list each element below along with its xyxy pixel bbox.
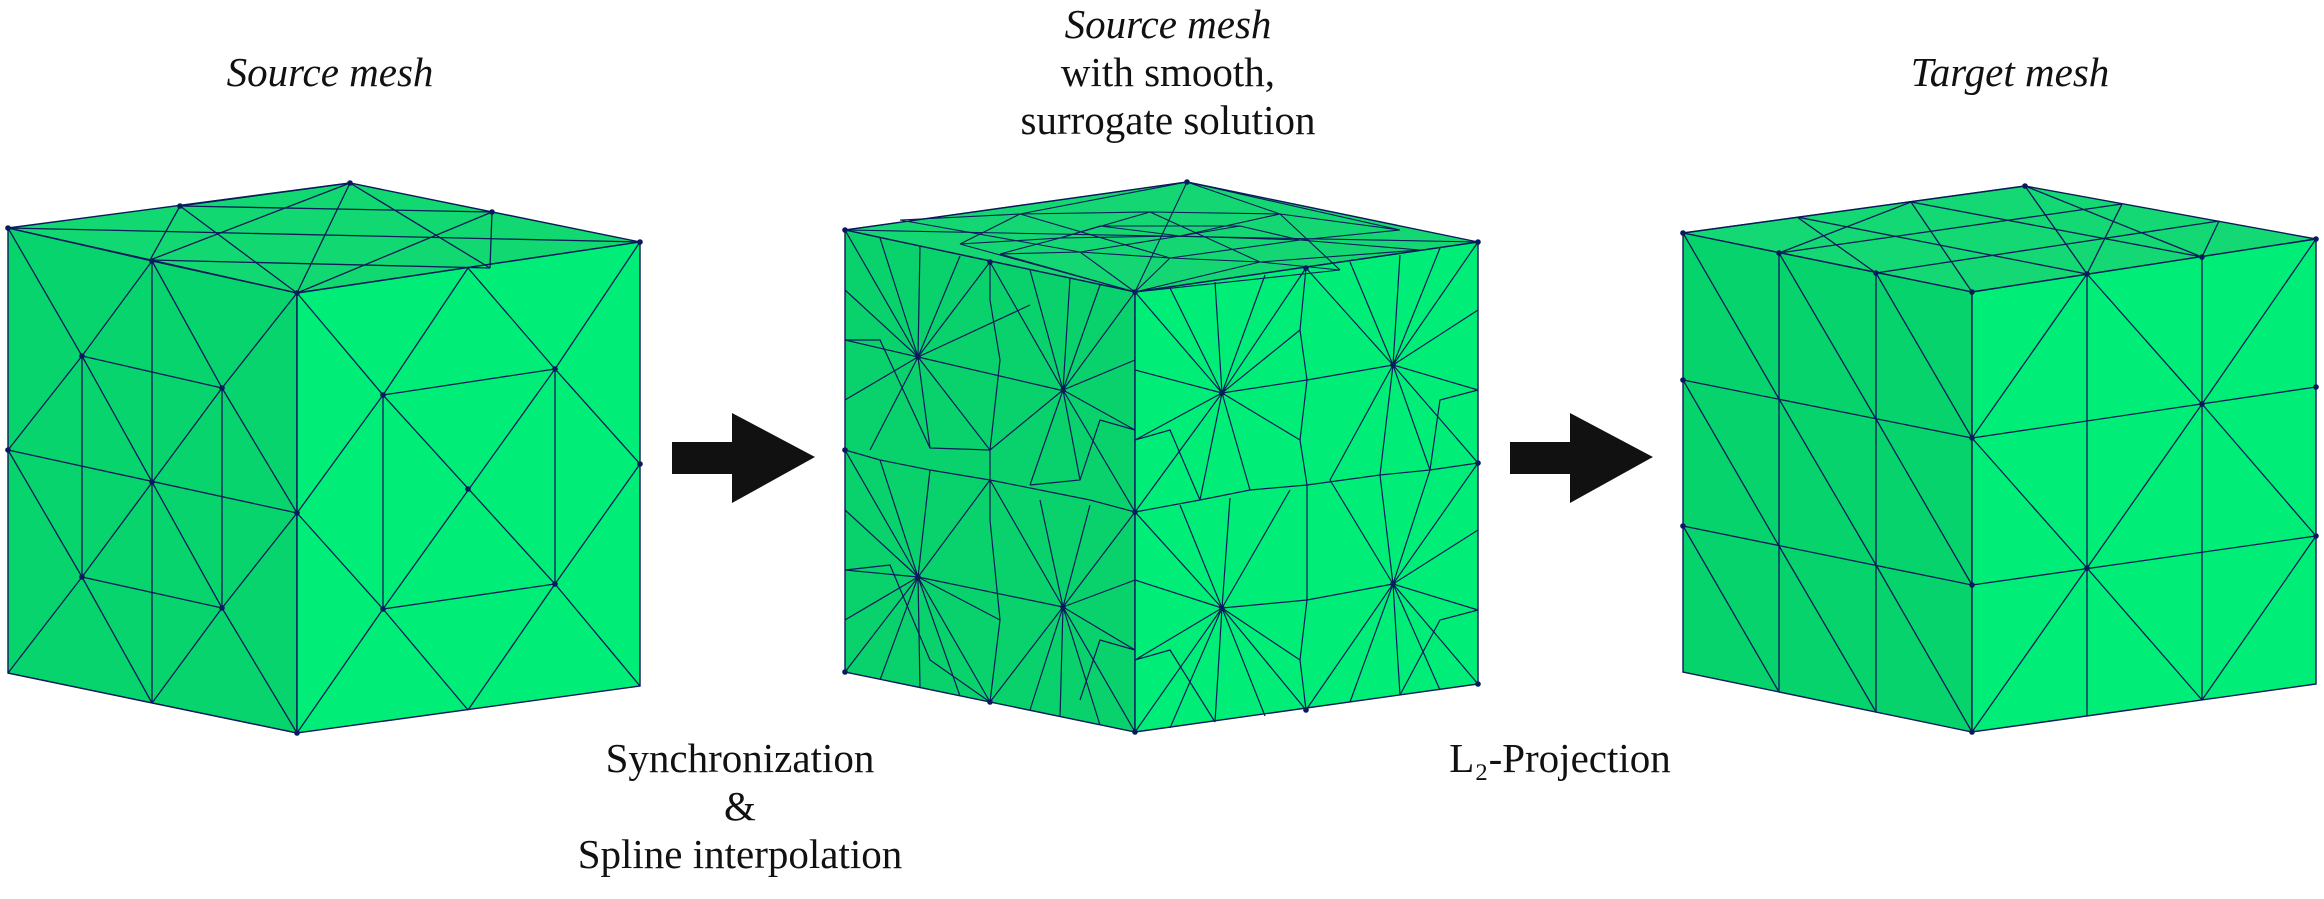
step-line: & <box>724 783 756 829</box>
surrogate-mesh-cube <box>842 179 1481 735</box>
step-synchronization-label: Synchronization & Spline interpolation <box>520 734 960 878</box>
mesh-edges <box>7 227 298 734</box>
mesh-edges <box>844 181 1479 293</box>
arrow-right-icon <box>1510 413 1653 503</box>
mesh-nodes <box>1680 183 2319 735</box>
target-mesh-cube <box>1680 183 2319 735</box>
step-line: L₂-Projection <box>1449 735 1671 781</box>
source-mesh-caption: Source mesh <box>150 48 510 96</box>
step-line: Synchronization <box>605 735 875 781</box>
mesh-nodes <box>5 180 643 736</box>
mesh-nodes <box>842 179 1481 735</box>
step-projection-label: L₂-Projection <box>1380 734 1740 782</box>
mesh-edges <box>1134 241 1479 733</box>
caption-line: with smooth, <box>1060 49 1276 95</box>
mesh-edges <box>1682 232 1973 733</box>
mesh-edges <box>7 182 641 294</box>
step-line: Spline interpolation <box>577 831 903 877</box>
mesh-edges <box>1682 185 2220 293</box>
caption-line: Source mesh <box>1064 1 1272 47</box>
caption-line: Target mesh <box>1910 49 2110 95</box>
surrogate-mesh-caption: Source mesh with smooth, surrogate solut… <box>938 0 1398 144</box>
arrow-right-icon <box>672 413 815 503</box>
caption-line: Source mesh <box>226 49 434 95</box>
caption-line: surrogate solution <box>1020 97 1316 143</box>
target-mesh-caption: Target mesh <box>1830 48 2190 96</box>
mesh-edges <box>1971 238 2317 733</box>
source-mesh-cube <box>5 180 643 736</box>
mesh-edges <box>845 230 1135 732</box>
